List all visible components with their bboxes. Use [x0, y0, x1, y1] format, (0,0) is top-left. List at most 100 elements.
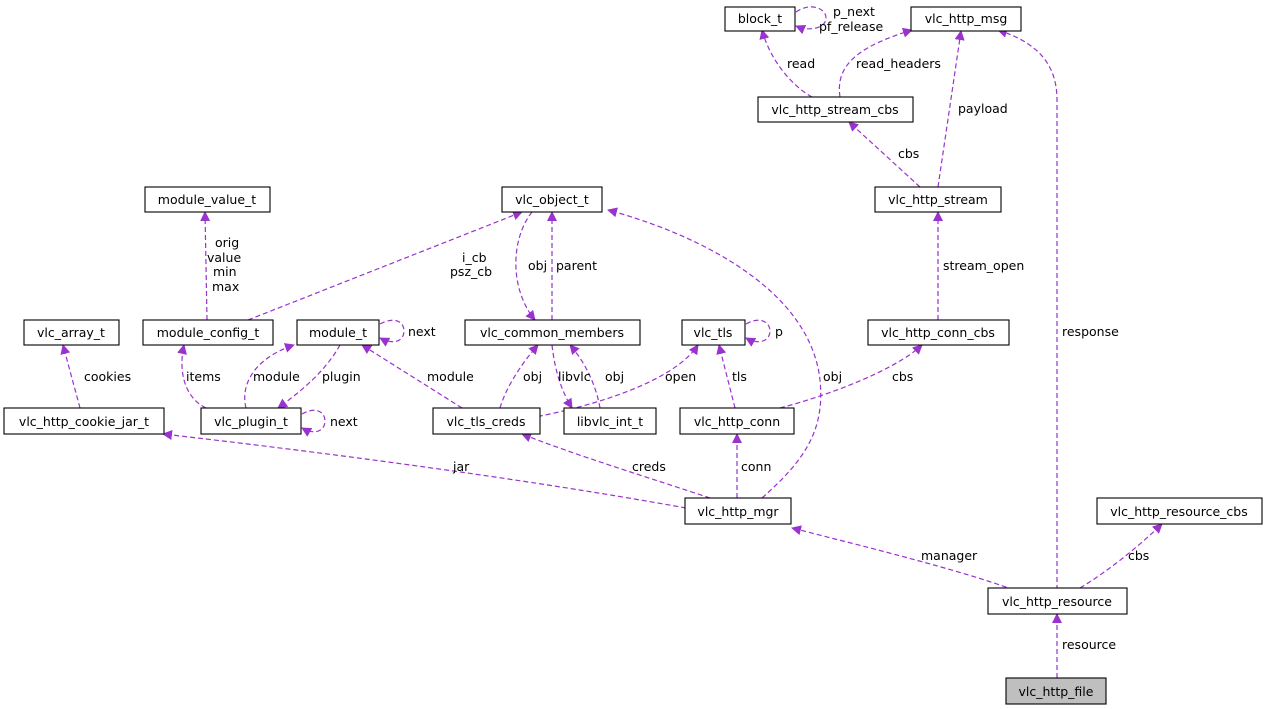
edge-label-resource: resource	[1062, 637, 1116, 652]
edge-label-module: module	[253, 369, 300, 384]
node-label-module-t: module_t	[309, 325, 367, 340]
edge-payload	[937, 30, 965, 188]
node-vlc-http-resource-cbs[interactable]: vlc_http_resource_cbs	[1096, 497, 1263, 525]
edge-label-psz-cb: psz_cb	[450, 264, 492, 279]
edge-label-read: read	[787, 56, 815, 71]
edge-tls-self	[745, 319, 771, 347]
edge-manager	[791, 525, 1015, 591]
edge-label-response: response	[1062, 324, 1119, 339]
edge-jar	[162, 430, 687, 509]
edge-read	[759, 29, 813, 98]
node-module-value-t[interactable]: module_value_t	[144, 186, 271, 213]
node-vlc-common-members[interactable]: vlc_common_members	[464, 319, 641, 346]
edge-label-obj-mgr: obj	[823, 369, 842, 384]
edge-label-next-plugin: next	[330, 414, 358, 429]
edge-label-max: max	[212, 279, 239, 294]
edge-label-libvlc: libvlc	[558, 369, 591, 384]
edge-label-plugin: plugin	[322, 369, 361, 384]
node-label-vlc-tls-creds: vlc_tls_creds	[446, 414, 525, 429]
edge-obj-mgr	[607, 207, 822, 499]
edges	[60, 6, 1163, 678]
edge-label-min: min	[213, 264, 237, 279]
edge-label-cookies: cookies	[84, 369, 131, 384]
edge-label-manager: manager	[921, 548, 978, 563]
edge-label-payload: payload	[958, 101, 1008, 116]
edge-label-creds: creds	[632, 459, 666, 474]
edge-module-creds	[361, 344, 463, 409]
node-vlc-http-resource[interactable]: vlc_http_resource	[987, 587, 1128, 615]
edge-module-self	[379, 319, 405, 347]
node-libvlc-int-t[interactable]: libvlc_int_t	[563, 407, 657, 435]
node-vlc-http-conn[interactable]: vlc_http_conn	[679, 407, 795, 435]
edge-cbs-resource	[1079, 523, 1163, 589]
edge-label-items: items	[186, 369, 221, 384]
edge-plugin-self	[301, 409, 326, 437]
edge-label-stream-open: stream_open	[943, 258, 1024, 273]
edge-label-obj-creds: obj	[523, 369, 542, 384]
edge-label-tls: tls	[732, 369, 747, 384]
edge-i-cb	[247, 210, 523, 321]
node-label-vlc-common-members: vlc_common_members	[480, 325, 624, 340]
node-vlc-tls-creds[interactable]: vlc_tls_creds	[432, 407, 541, 435]
node-label-vlc-http-msg: vlc_http_msg	[925, 11, 1008, 26]
node-label-vlc-http-file: vlc_http_file	[1019, 684, 1094, 699]
edge-module	[244, 343, 295, 409]
edge-label-conn: conn	[741, 459, 771, 474]
node-label-module-config-t: module_config_t	[157, 325, 260, 340]
edge-read-headers	[838, 27, 913, 98]
edge-cbs-stream	[848, 121, 921, 188]
node-label-vlc-object-t: vlc_object_t	[515, 192, 589, 207]
edge-cookies	[60, 344, 81, 409]
node-label-vlc-http-conn: vlc_http_conn	[694, 414, 780, 429]
node-label-vlc-http-resource-cbs: vlc_http_resource_cbs	[1110, 504, 1248, 519]
edge-obj-libvlc	[569, 344, 601, 409]
node-label-module-value-t: module_value_t	[158, 192, 256, 207]
node-vlc-http-mgr[interactable]: vlc_http_mgr	[684, 497, 792, 525]
node-module-config-t[interactable]: module_config_t	[142, 319, 274, 346]
edge-plugin	[277, 344, 341, 409]
edge-label-open: open	[665, 369, 696, 384]
edge-label-cbs-conn: cbs	[892, 369, 913, 384]
edge-open	[529, 344, 699, 419]
edge-label-read-headers: read_headers	[856, 56, 941, 71]
node-label-block-t: block_t	[738, 11, 782, 26]
node-vlc-http-stream-cbs[interactable]: vlc_http_stream_cbs	[757, 96, 914, 123]
edge-label-p-next: p_next	[833, 4, 875, 19]
edge-obj-common	[515, 211, 536, 321]
edge-label-orig: orig	[215, 235, 239, 250]
edge-module-value	[200, 211, 211, 321]
node-vlc-http-msg[interactable]: vlc_http_msg	[910, 6, 1022, 32]
edge-libvlc	[551, 344, 573, 409]
edge-label-i-cb: i_cb	[462, 250, 487, 265]
node-label-vlc-http-stream: vlc_http_stream	[888, 192, 988, 207]
edge-label-cbs-stream: cbs	[898, 146, 919, 161]
edge-label-next-module: next	[408, 324, 436, 339]
edge-label-p-tls: p	[775, 324, 783, 339]
node-vlc-plugin-t[interactable]: vlc_plugin_t	[200, 407, 302, 435]
edge-label-module-creds: module	[427, 369, 474, 384]
node-vlc-array-t[interactable]: vlc_array_t	[23, 319, 120, 346]
node-label-vlc-tls: vlc_tls	[694, 325, 733, 340]
node-label-vlc-http-mgr: vlc_http_mgr	[697, 504, 779, 519]
node-vlc-http-cookie-jar-t[interactable]: vlc_http_cookie_jar_t	[3, 407, 165, 435]
node-vlc-http-conn-cbs[interactable]: vlc_http_conn_cbs	[867, 319, 1010, 346]
node-vlc-http-file[interactable]: vlc_http_file	[1005, 677, 1107, 705]
edge-label-obj-libvlc: obj	[605, 369, 624, 384]
node-label-vlc-plugin-t: vlc_plugin_t	[214, 414, 288, 429]
edge-label-pf-release: pf_release	[819, 19, 883, 34]
edge-creds	[521, 432, 711, 499]
edge-label-value: value	[207, 250, 241, 265]
node-label-vlc-array-t: vlc_array_t	[37, 325, 105, 340]
node-vlc-tls[interactable]: vlc_tls	[681, 319, 746, 346]
edge-cbs-conn	[779, 344, 923, 409]
edge-obj-creds	[499, 344, 539, 409]
node-block-t[interactable]: block_t	[724, 6, 796, 32]
edge-labels: p_next pf_release read read_headers payl…	[84, 4, 1149, 652]
node-label-vlc-http-stream-cbs: vlc_http_stream_cbs	[771, 102, 898, 117]
node-module-t[interactable]: module_t	[296, 319, 380, 346]
edge-items	[177, 344, 207, 409]
node-vlc-object-t[interactable]: vlc_object_t	[501, 186, 603, 213]
node-vlc-http-stream[interactable]: vlc_http_stream	[874, 186, 1002, 213]
edge-label-parent: parent	[556, 258, 597, 273]
